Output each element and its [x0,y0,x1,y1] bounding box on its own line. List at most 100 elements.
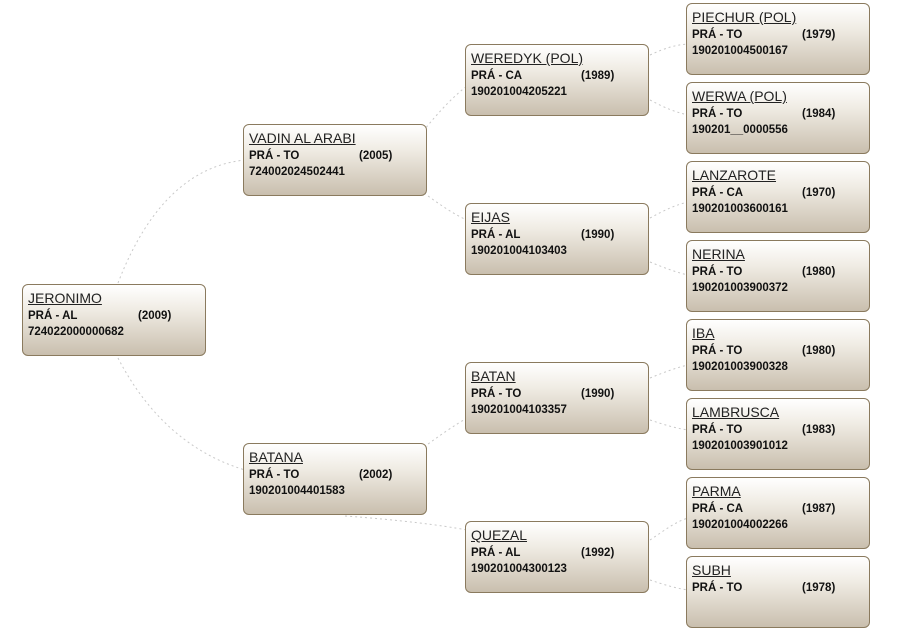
horse-card-werwa[interactable]: WERWA (POL) PRÁ - TO 1984 190201__000055… [686,82,870,154]
breed-year-row: PRÁ - TO 1980 [692,264,864,280]
horse-card-subh[interactable]: SUBH PRÁ - TO 1978 [686,556,870,628]
horse-card-piechur[interactable]: PIECHUR (POL) PRÁ - TO 1979 190201004500… [686,3,870,75]
horse-card-eijas[interactable]: EIJAS PRÁ - AL 1990 190201004103403 [465,203,649,275]
connector-line [419,417,468,451]
birth-year: 1984 [802,106,835,122]
horse-name-link[interactable]: QUEZAL [471,527,528,543]
breed-code: PRÁ - TO [692,266,743,278]
birth-year: 1980 [802,343,835,359]
connector-dam-line [117,357,246,471]
connector-line [419,189,468,221]
horse-name-link[interactable]: PIECHUR (POL) [692,9,797,25]
registration-number: 190201003900328 [692,361,788,373]
breed-code: PRÁ - TO [249,150,300,162]
birth-year: 1980 [802,264,835,280]
horse-name-link[interactable]: EIJAS [471,209,510,225]
connector-line [649,201,689,219]
horse-name-link[interactable]: BATAN [471,368,516,384]
birth-year: 1987 [802,501,835,517]
registration-number: 190201004300123 [471,563,567,575]
breed-code: PRÁ - TO [692,108,743,120]
horse-name-link[interactable]: WEREDYK (POL) [471,50,584,66]
connector-sire-line [117,159,246,284]
breed-year-row: PRÁ - CA 1987 [692,501,864,517]
breed-code: PRÁ - CA [471,70,523,82]
horse-card-nerina[interactable]: NERINA PRÁ - TO 1980 190201003900372 [686,240,870,312]
registration-number: 190201003600161 [692,203,788,215]
connector-line [419,85,468,136]
horse-card-lanzarote[interactable]: LANZAROTE PRÁ - CA 1970 190201003600161 [686,161,870,233]
horse-card-quezal[interactable]: QUEZAL PRÁ - AL 1992 190201004300123 [465,521,649,593]
birth-year: 1990 [581,386,614,402]
horse-card-lambrusca[interactable]: LAMBRUSCA PRÁ - TO 1983 190201003901012 [686,398,870,470]
breed-year-row: PRÁ - AL 2009 [28,308,200,324]
horse-name-link[interactable]: PARMA [692,483,741,499]
breed-year-row: PRÁ - TO 1978 [692,580,864,596]
horse-name-link[interactable]: SUBH [692,562,731,578]
registration-number: 190201004103357 [471,404,567,416]
registration-number: 190201003901012 [692,440,788,452]
breed-code: PRÁ - TO [692,582,743,594]
breed-code: PRÁ - TO [249,469,300,481]
breed-code: PRÁ - CA [692,187,744,199]
registration-number: 724002024502441 [249,166,345,178]
connector-line [344,515,468,531]
registration-number: 190201004103403 [471,245,567,257]
breed-code: PRÁ - AL [471,547,521,559]
horse-card-jeronimo[interactable]: JERONIMO PRÁ - AL 2009 724022000000682 [22,284,206,356]
breed-year-row: PRÁ - CA 1970 [692,185,864,201]
breed-year-row: PRÁ - TO 2002 [249,467,421,483]
birth-year: 1989 [581,68,614,84]
connector-line [649,261,689,276]
horse-name-link[interactable]: VADIN AL ARABI [249,130,356,146]
registration-number: 190201__0000556 [692,124,788,136]
breed-code: PRÁ - CA [692,503,744,515]
birth-year: 1978 [802,580,835,596]
breed-code: PRÁ - TO [692,345,743,357]
breed-year-row: PRÁ - TO 2005 [249,148,421,164]
registration-number: 190201004205221 [471,86,567,98]
horse-card-batan[interactable]: BATAN PRÁ - TO 1990 190201004103357 [465,362,649,434]
horse-card-vadin-al-arabi[interactable]: VADIN AL ARABI PRÁ - TO 2005 72400202450… [243,124,427,196]
horse-card-weredyk[interactable]: WEREDYK (POL) PRÁ - CA 1989 190201004205… [465,44,649,116]
breed-year-row: PRÁ - CA 1989 [471,68,643,84]
birth-year: 2005 [359,148,392,164]
breed-year-row: PRÁ - TO 1979 [692,27,864,43]
connector-line [649,517,689,541]
birth-year: 1992 [581,545,614,561]
birth-year: 1970 [802,185,835,201]
breed-code: PRÁ - AL [28,310,78,322]
connector-line [649,43,689,56]
breed-code: PRÁ - AL [471,229,521,241]
registration-number: 724022000000682 [28,326,124,338]
birth-year: 2002 [359,467,392,483]
horse-name-link[interactable]: IBA [692,325,715,341]
connector-line [649,99,689,116]
breed-year-row: PRÁ - TO 1990 [471,386,643,402]
connector-line [649,579,689,591]
birth-year: 1979 [802,27,835,43]
horse-card-parma[interactable]: PARMA PRÁ - CA 1987 190201004002266 [686,477,870,549]
registration-number: 190201004002266 [692,519,788,531]
horse-name-link[interactable]: NERINA [692,246,745,262]
birth-year: 1983 [802,422,835,438]
breed-year-row: PRÁ - TO 1980 [692,343,864,359]
birth-year: 2009 [138,308,171,324]
horse-name-link[interactable]: JERONIMO [28,290,102,306]
registration-number: 190201003900372 [692,282,788,294]
horse-name-link[interactable]: BATANA [249,449,303,465]
connector-line [649,419,689,431]
horse-card-iba[interactable]: IBA PRÁ - TO 1980 190201003900328 [686,319,870,391]
breed-code: PRÁ - TO [692,29,743,41]
birth-year: 1990 [581,227,614,243]
registration-number: 190201004401583 [249,485,345,497]
horse-card-batana[interactable]: BATANA PRÁ - TO 2002 190201004401583 [243,443,427,515]
connector-line [649,364,689,379]
breed-year-row: PRÁ - AL 1992 [471,545,643,561]
breed-year-row: PRÁ - TO 1983 [692,422,864,438]
registration-number: 190201004500167 [692,45,788,57]
horse-name-link[interactable]: LANZAROTE [692,167,777,183]
horse-name-link[interactable]: LAMBRUSCA [692,404,780,420]
breed-year-row: PRÁ - AL 1990 [471,227,643,243]
horse-name-link[interactable]: WERWA (POL) [692,88,787,104]
